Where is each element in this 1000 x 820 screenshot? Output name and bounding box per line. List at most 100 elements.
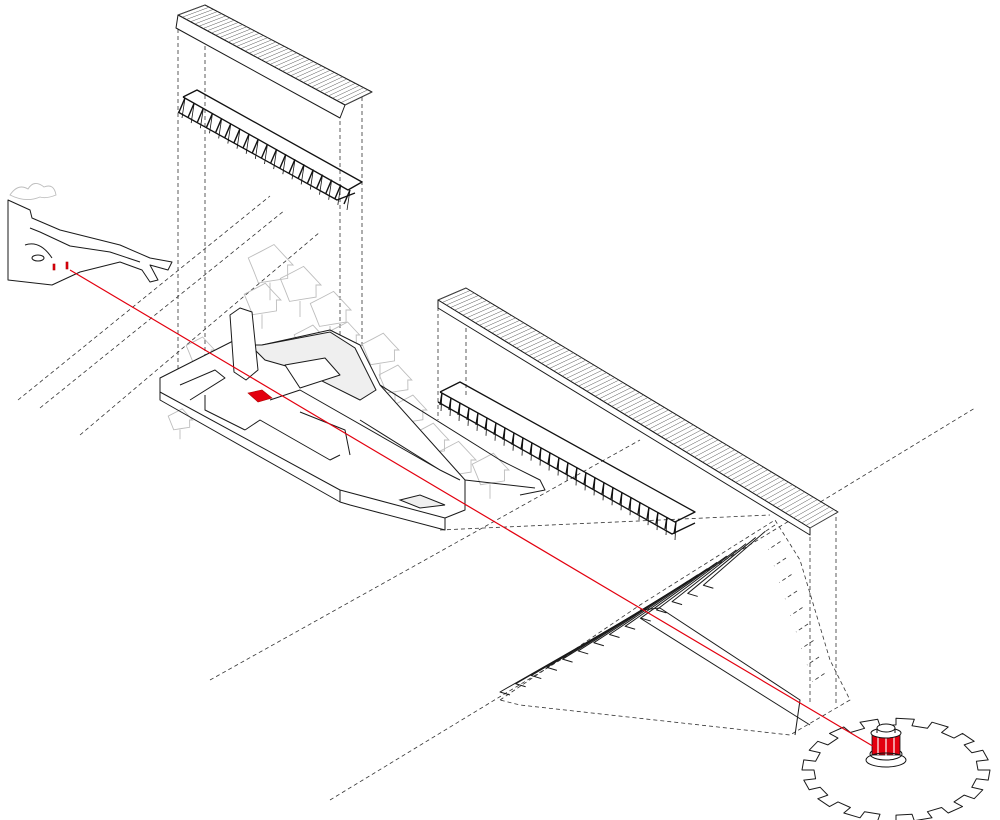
truss-rib	[233, 128, 241, 143]
roof-rib	[557, 359, 586, 374]
tree-canopy	[243, 282, 282, 316]
roof-rib	[528, 342, 558, 356]
truss-brace	[273, 149, 278, 170]
roof-rib	[454, 297, 483, 311]
truss-brace	[584, 472, 587, 491]
terrace-edge	[801, 640, 814, 649]
roof-rib	[652, 417, 682, 432]
truss-brace	[593, 477, 596, 496]
terrace-step	[671, 543, 747, 606]
roof-rib	[710, 452, 739, 468]
truss-brace	[291, 159, 296, 180]
truss-brace	[440, 392, 443, 412]
roof-rib	[685, 437, 715, 453]
roof-rib	[315, 76, 343, 90]
roof-rib	[752, 476, 781, 493]
roof-rib	[541, 349, 570, 364]
roof-rib	[698, 444, 727, 460]
roof-rib	[520, 337, 549, 351]
roof-rib	[644, 412, 673, 427]
roof-rib	[768, 486, 797, 503]
roof-rib	[690, 439, 719, 455]
roof-rib	[632, 404, 661, 420]
truss-rib	[196, 107, 204, 123]
roof-rib	[607, 389, 636, 405]
roof-rib	[797, 504, 826, 521]
roof-rib	[219, 26, 247, 38]
terrace-step	[577, 580, 689, 655]
roof-rib	[714, 454, 744, 470]
roof-rib	[282, 59, 310, 72]
roof-rib	[702, 447, 731, 463]
truss-brace	[521, 437, 524, 456]
truss-brace	[264, 143, 268, 165]
gear-plaza	[801, 717, 991, 820]
roof-rib	[495, 322, 524, 336]
roof-rib	[545, 352, 574, 367]
roof-rib	[475, 310, 504, 324]
truss-brace	[530, 442, 533, 461]
truss-rib	[251, 138, 259, 154]
truss-brace	[467, 407, 470, 426]
roof-rib	[628, 402, 657, 417]
roof-rib	[215, 24, 243, 36]
long-truss-frame	[437, 381, 696, 541]
roof-rib	[582, 374, 611, 389]
truss-brace	[539, 447, 542, 466]
truss-rib	[224, 123, 232, 138]
roof-rib	[265, 50, 293, 63]
truss-brace	[575, 467, 578, 486]
truss-rib	[215, 118, 223, 133]
terrace-edge	[768, 541, 781, 550]
roof-rib	[615, 394, 644, 410]
terrace-step	[640, 555, 728, 622]
roof-rib	[202, 17, 231, 29]
terrain-guide-lines	[17, 195, 976, 801]
tree-canopy	[361, 332, 400, 366]
roof-rib	[311, 74, 339, 88]
truss-brace	[199, 108, 204, 129]
truss-brace	[282, 154, 287, 175]
roof-rib	[735, 466, 764, 483]
roof-rib	[303, 70, 331, 83]
roof-rib	[681, 434, 710, 450]
roof-rib	[232, 33, 260, 45]
roof-rib	[182, 6, 210, 18]
roof-rib	[508, 330, 537, 344]
roof-rib	[437, 287, 467, 301]
truss-rib	[306, 169, 314, 184]
roof-rib	[532, 345, 562, 359]
tree-canopy	[247, 243, 295, 284]
roof-rib	[442, 290, 471, 303]
red-axis-line	[69, 269, 877, 749]
roof-rib	[211, 22, 239, 34]
roof-rib	[516, 335, 545, 349]
truss-brace	[638, 502, 641, 521]
roof-rib	[776, 491, 806, 508]
truss-brace	[245, 133, 250, 154]
truss-brace	[611, 487, 614, 506]
roof-rib	[656, 419, 686, 435]
roof-rib	[319, 78, 348, 92]
truss-brace	[209, 113, 213, 134]
tree-canopy	[471, 452, 510, 486]
roof-rib	[470, 307, 500, 321]
truss-brace	[674, 521, 677, 541]
roof-rib	[483, 315, 512, 329]
roof-rib	[586, 377, 615, 392]
roof-rib	[756, 479, 785, 496]
roof-rib	[336, 87, 364, 101]
terrace-edge	[795, 623, 809, 633]
roof-rib	[240, 37, 268, 49]
roof-rib	[328, 83, 356, 97]
roof-rib	[194, 13, 222, 25]
roof-rib	[665, 424, 694, 440]
roof-rib	[805, 509, 834, 526]
roof-rib	[244, 39, 272, 52]
roof-rib	[549, 354, 578, 369]
roof-rib	[512, 332, 541, 346]
roof-rib	[307, 72, 335, 85]
truss-brace	[485, 417, 488, 436]
roof-rib	[570, 367, 599, 382]
